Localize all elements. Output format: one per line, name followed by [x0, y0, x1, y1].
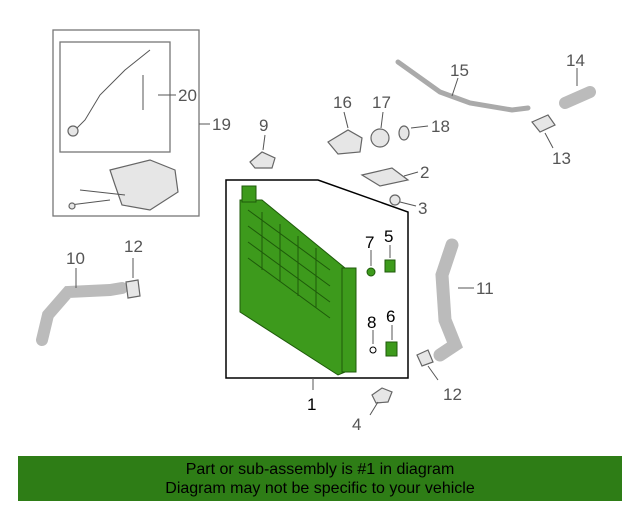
callout-12-left: 12: [124, 237, 143, 256]
plug-part-5: [384, 259, 396, 273]
callout-17: 17: [372, 93, 391, 112]
callout-20: 20: [178, 86, 197, 105]
connector-part-13: [531, 114, 556, 133]
leader-16: [343, 111, 349, 129]
radiator-grid: [247, 209, 331, 319]
plug-part-6: [385, 341, 398, 357]
leader-18: [410, 125, 429, 129]
banner-line-1: Part or sub-assembly is #1 in diagram: [185, 461, 455, 478]
leader-17: [380, 111, 384, 129]
radiator-cap-neck: [241, 185, 257, 203]
leader-2: [403, 171, 419, 177]
plug-part-8: [369, 346, 377, 354]
radiator-assembly-box: [225, 179, 409, 379]
grommet-part-4: [371, 387, 393, 404]
outlet-part-16: [327, 129, 363, 155]
callout-18: 18: [431, 117, 450, 136]
leader-3: [399, 201, 417, 207]
callout-19: 19: [212, 115, 231, 134]
radiator-side-tank: [341, 267, 357, 373]
bolt-part-3: [389, 194, 401, 206]
callout-13: 13: [552, 149, 571, 168]
callout-16: 16: [333, 93, 352, 112]
radiator-core: [239, 199, 351, 376]
gasket-part-18: [398, 125, 410, 141]
bracket-part-2: [360, 167, 410, 187]
callout-6: 6: [386, 307, 395, 326]
callout-15: 15: [450, 61, 469, 80]
info-banner: Part or sub-assembly is #1 in diagram Di…: [18, 456, 622, 501]
reservoir-hose-box: [59, 41, 171, 153]
leader-9: [262, 134, 266, 151]
callout-11: 11: [476, 279, 494, 298]
reservoir-hose-clamp: [67, 125, 79, 137]
reservoir-assembly-box: [52, 29, 200, 217]
leader-12-right: [427, 365, 439, 381]
callout-2: 2: [420, 163, 429, 182]
leader-4: [369, 401, 379, 416]
callout-9: 9: [259, 116, 268, 135]
plug-part-7: [366, 267, 376, 277]
reservoir-bracket-part: [69, 189, 126, 206]
cap-part-9: [249, 151, 276, 169]
callout-8: 8: [367, 313, 376, 332]
hose-part-14: [559, 86, 596, 109]
pipe-part-15: [395, 59, 531, 113]
reservoir-hose-part: [74, 49, 151, 131]
callout-4: 4: [352, 415, 361, 434]
callout-10: 10: [66, 249, 85, 268]
callout-3: 3: [418, 199, 427, 218]
callout-1: 1: [307, 395, 316, 414]
lower-hose-part-10: [36, 282, 128, 346]
leader-15: [451, 77, 459, 97]
leader-13: [544, 132, 554, 149]
banner-line-2: Diagram may not be specific to your vehi…: [165, 480, 475, 497]
upper-hose-part-11: [433, 238, 463, 362]
clamp-part-12-left: [125, 279, 141, 299]
callout-14: 14: [566, 51, 585, 70]
callout-5: 5: [384, 227, 393, 246]
callout-7: 7: [365, 233, 374, 252]
callout-12-right: 12: [443, 385, 462, 404]
clamp-part-12-right: [416, 349, 434, 367]
reservoir-tank-part: [109, 159, 179, 211]
thermostat-part-17: [370, 128, 390, 148]
reservoir-bolt: [68, 202, 76, 210]
